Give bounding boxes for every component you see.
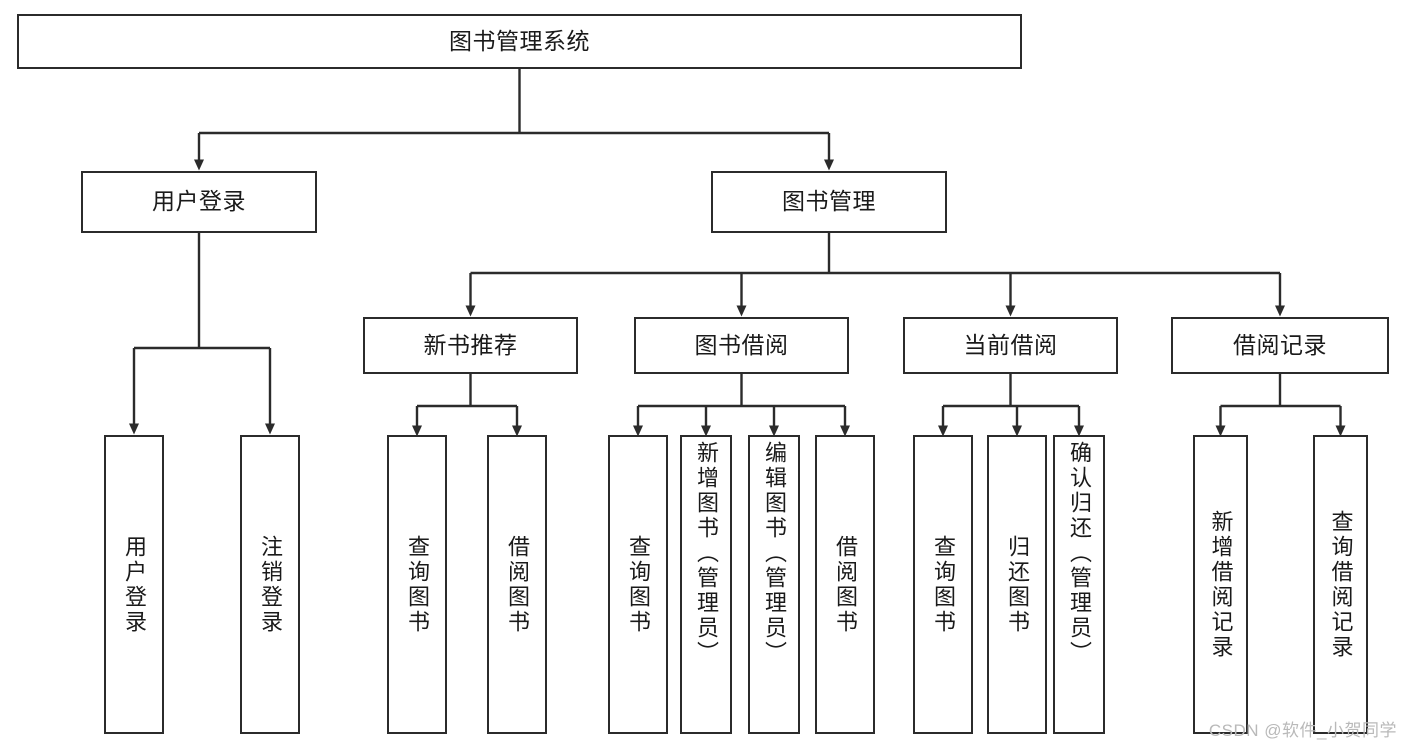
node-root[interactable]: 图书管理系统 xyxy=(17,14,1022,69)
node-label-book-borrow: 图书借阅 xyxy=(694,331,789,358)
node-rec-borrow-book[interactable]: 借阅图书 xyxy=(487,435,547,734)
node-borrow-add-book[interactable]: 新增图书（管理员） xyxy=(680,435,732,734)
node-label-borrow-add-book: 新增图书（管理员） xyxy=(694,441,719,666)
node-rec-add-record[interactable]: 新增借阅记录 xyxy=(1193,435,1248,734)
watermark: CSDN @软件_小贺同学 xyxy=(1208,721,1397,740)
node-user-logout[interactable]: 注销登录 xyxy=(240,435,300,734)
node-label-borrow-do-borrow: 借阅图书 xyxy=(833,534,858,635)
node-label-user-login: 用户登录 xyxy=(152,188,246,215)
node-label-rec-query-record: 查询借阅记录 xyxy=(1328,509,1354,660)
node-cur-return-book[interactable]: 归还图书 xyxy=(987,435,1047,734)
node-label-user-login-do: 用户登录 xyxy=(122,534,147,635)
node-label-cur-return-book: 归还图书 xyxy=(1005,534,1030,635)
node-label-rec-borrow-book: 借阅图书 xyxy=(505,534,530,635)
node-label-user-logout: 注销登录 xyxy=(258,534,283,635)
node-label-cur-query-book: 查询图书 xyxy=(931,534,956,635)
node-user-login[interactable]: 用户登录 xyxy=(81,171,317,233)
node-label-rec-add-record: 新增借阅记录 xyxy=(1208,509,1234,660)
node-label-borrow-record: 借阅记录 xyxy=(1233,331,1327,358)
node-rec-query-record[interactable]: 查询借阅记录 xyxy=(1313,435,1368,734)
node-label-current-borrow: 当前借阅 xyxy=(963,331,1058,358)
node-borrow-record[interactable]: 借阅记录 xyxy=(1171,317,1389,374)
node-label-rec-query-book: 查询图书 xyxy=(405,534,430,635)
node-borrow-query-book[interactable]: 查询图书 xyxy=(608,435,668,734)
node-label-borrow-edit-book: 编辑图书（管理员） xyxy=(762,441,787,666)
node-new-book-recommend[interactable]: 新书推荐 xyxy=(363,317,578,374)
node-cur-query-book[interactable]: 查询图书 xyxy=(913,435,973,734)
tree-connectors xyxy=(129,69,1346,437)
node-current-borrow[interactable]: 当前借阅 xyxy=(903,317,1118,374)
node-borrow-edit-book[interactable]: 编辑图书（管理员） xyxy=(748,435,800,734)
node-label-borrow-query-book: 查询图书 xyxy=(626,534,651,635)
node-label-root: 图书管理系统 xyxy=(449,27,590,54)
node-cur-confirm-return[interactable]: 确认归还（管理员） xyxy=(1053,435,1105,734)
node-label-book-manage: 图书管理 xyxy=(782,188,876,215)
node-book-borrow[interactable]: 图书借阅 xyxy=(634,317,849,374)
node-borrow-do-borrow[interactable]: 借阅图书 xyxy=(815,435,875,734)
node-book-manage[interactable]: 图书管理 xyxy=(711,171,947,233)
node-user-login-do[interactable]: 用户登录 xyxy=(104,435,164,734)
node-label-new-book-recommend: 新书推荐 xyxy=(423,331,518,358)
node-label-cur-confirm-return: 确认归还（管理员） xyxy=(1067,441,1092,666)
node-rec-query-book[interactable]: 查询图书 xyxy=(387,435,447,734)
